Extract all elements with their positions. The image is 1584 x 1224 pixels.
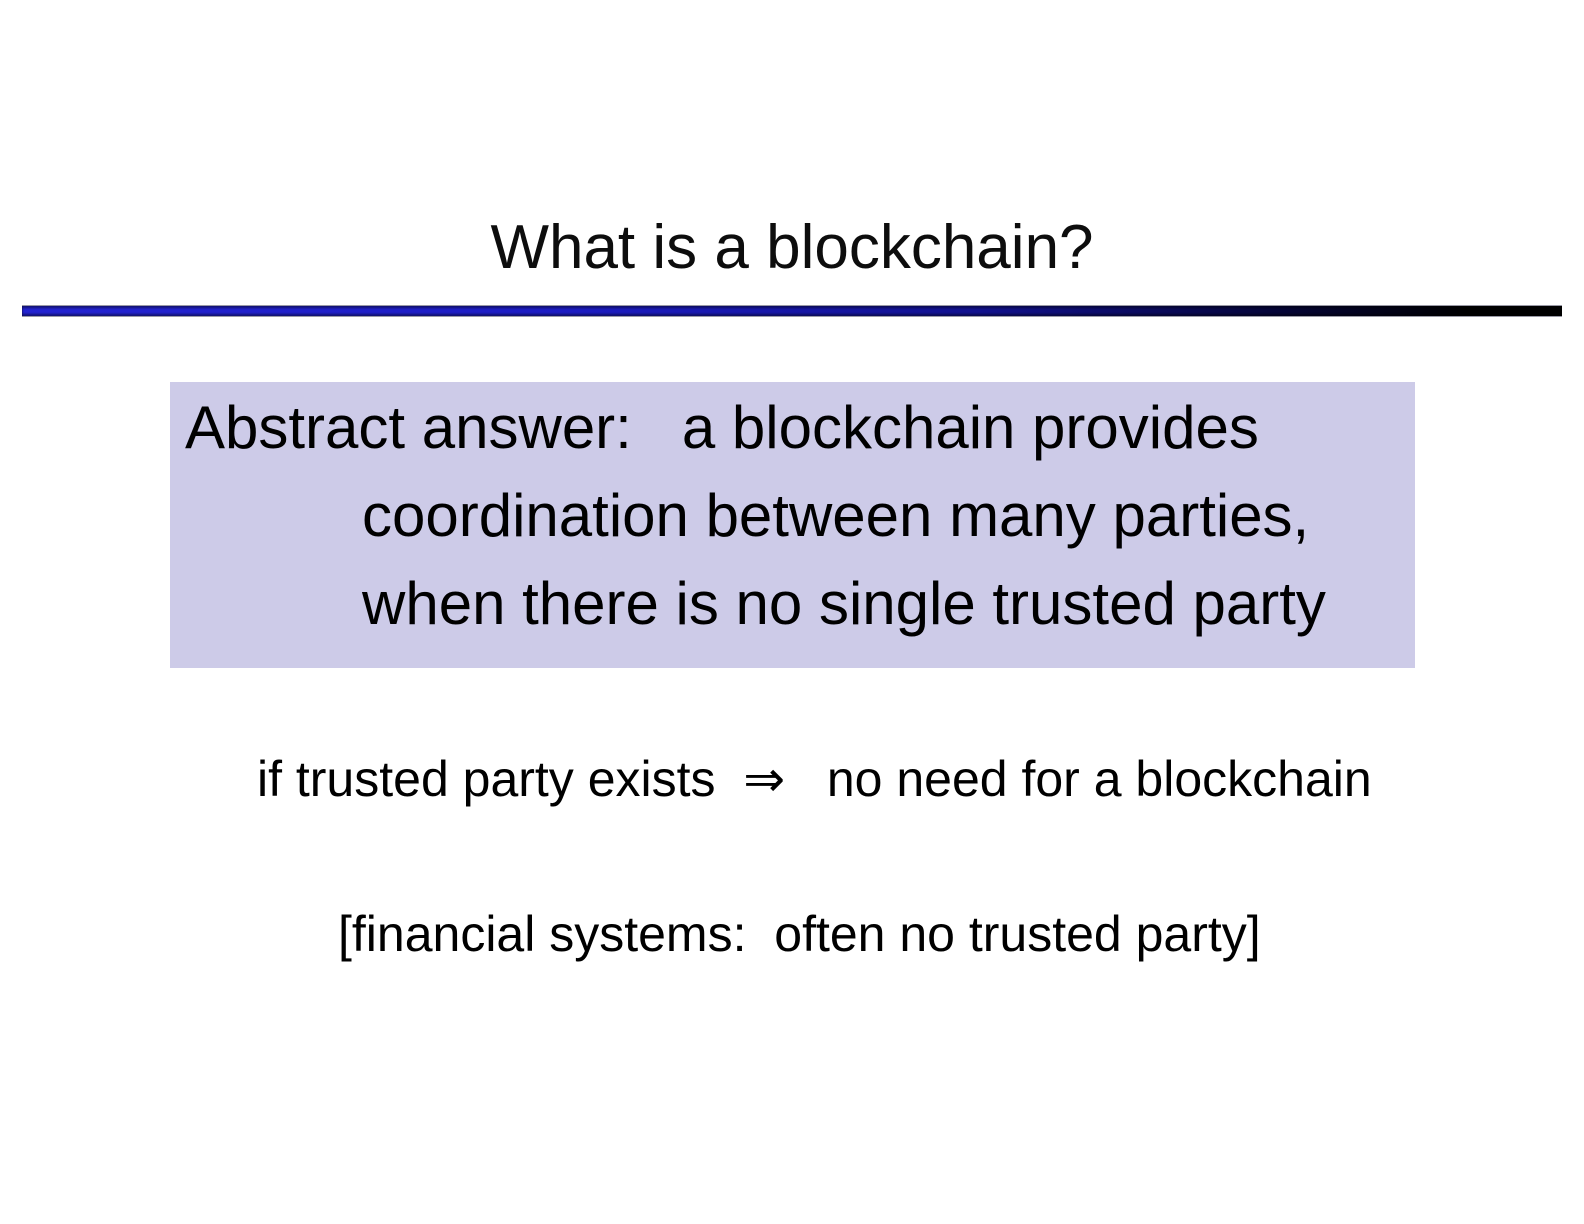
title-divider-line xyxy=(22,305,1562,317)
abstract-answer-highlight-box: Abstract answer: a blockchain provides c… xyxy=(170,382,1415,668)
financial-systems-note: [financial systems: often no trusted par… xyxy=(338,906,1261,962)
answer-line-1: Abstract answer: a blockchain provides xyxy=(185,394,1259,461)
page-title: What is a blockchain? xyxy=(490,213,1094,282)
implication-text: if trusted party exists ⇒ no need for a … xyxy=(257,751,1372,807)
answer-line-2: coordination between many parties, xyxy=(362,482,1310,549)
answer-line-3: when there is no single trusted party xyxy=(362,570,1326,637)
